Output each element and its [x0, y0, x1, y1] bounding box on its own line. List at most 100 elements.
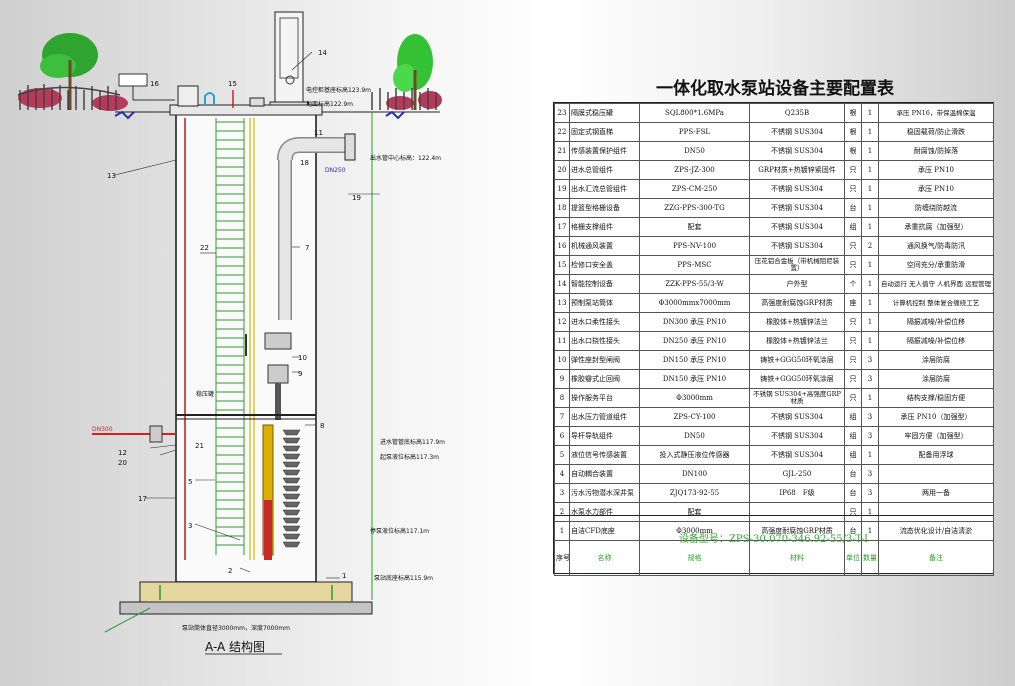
cell-material: 高强度耐腐蚀GRP材质: [749, 293, 845, 313]
cell-unit: 根: [844, 141, 862, 161]
elev-outlet: 出水管中心标高：122.4m: [370, 154, 441, 162]
cell-no: 8: [554, 388, 570, 408]
cell-material: 不锈钢 SUS304: [749, 407, 845, 427]
table-header-row: 序号名称规格材料单位数量备注: [554, 540, 994, 576]
cell-no: 15: [554, 255, 570, 275]
cell-note: 涂层防腐: [878, 369, 994, 389]
cell-name: 智能控制设备: [569, 274, 640, 294]
cell-unit: 台: [844, 464, 862, 484]
cell-note: 防缠绕防越流: [878, 198, 994, 218]
cell-no: 16: [554, 236, 570, 256]
cell-name: 导杆导轨组件: [569, 426, 640, 446]
station-section-drawing: DN250 DN300 13 22: [17, 11, 445, 655]
cell-name: 传感装置保护组件: [569, 141, 640, 161]
cell-name: 操作服务平台: [569, 388, 640, 408]
cell-qty: 3: [861, 464, 879, 484]
pump-stack: [282, 429, 301, 548]
cell-unit: 只: [844, 255, 862, 275]
cell-material: 橡胶体+热镀锌法兰: [749, 312, 845, 332]
cell-no: 9: [554, 369, 570, 389]
pressure-tank-label: 稳压罐: [196, 390, 214, 398]
cell-spec: 配套: [639, 217, 750, 237]
cell-qty: 3: [861, 483, 879, 503]
cell-qty: 1: [861, 445, 879, 465]
cell-note: 涂层防腐: [878, 350, 994, 370]
cell-material: 不锈钢 SUS304: [749, 198, 845, 218]
svg-text:22: 22: [200, 244, 209, 252]
cell-unit: 组: [844, 407, 862, 427]
tree-right-icon: [371, 34, 442, 110]
cell-spec: PPS-FSL: [639, 122, 750, 142]
cell-material: 不锈钢 SUS304: [749, 122, 845, 142]
cell-spec: ZJQ173-92-55: [639, 483, 750, 503]
cell-material: GRP材质+热镀锌紧固件: [749, 160, 845, 180]
cell-spec: ZPS-JZ-300: [639, 160, 750, 180]
cell-unit: 只: [844, 160, 862, 180]
cell-name: 机械通风装置: [569, 236, 640, 256]
cell-qty: 1: [861, 160, 879, 180]
cell-spec: PPS-NV-100: [639, 236, 750, 256]
cell-name: 提篮型格栅设备: [569, 198, 640, 218]
svg-text:12: 12: [118, 449, 127, 457]
cell-name: 橡胶瓣式止回阀: [569, 369, 640, 389]
svg-text:17: 17: [138, 495, 147, 503]
cell-no: 6: [554, 426, 570, 446]
cell-unit: 只: [844, 369, 862, 389]
svg-text:20: 20: [118, 459, 127, 467]
cell-qty: 1: [861, 293, 879, 313]
cell-name: 进水口柔性接头: [569, 312, 640, 332]
elev-cover: 地面标高122.9m: [306, 100, 353, 108]
cell-note: 通风换气/防毒防汛: [878, 236, 994, 256]
header-note: 备注: [878, 540, 994, 576]
cell-material: 不锈钢 SUS304: [749, 236, 845, 256]
cell-unit: 只: [844, 312, 862, 332]
cell-qty: 2: [861, 236, 879, 256]
cell-no: 14: [554, 274, 570, 294]
cell-name: 格栅支撑组件: [569, 217, 640, 237]
cell-name: 液位信号传感装置: [569, 445, 640, 465]
elev-start-level: 起泵液位标高117.3m: [380, 453, 439, 461]
elev-base: 泵站底座标高115.9m: [374, 574, 433, 582]
elev-stop-level: 停泵液位标高117.1m: [370, 527, 429, 535]
cell-unit: 组: [844, 426, 862, 446]
cell-note: 承压 PN16，带保温棉保温: [878, 103, 994, 123]
cell-note: 牢固方便（加强型）: [878, 426, 994, 446]
header-spec: 规格: [639, 540, 750, 576]
cell-no: 12: [554, 312, 570, 332]
cell-name: 预制泵站筒体: [569, 293, 640, 313]
cell-spec: Φ3000mm: [639, 388, 750, 408]
cell-note: 稳固载荷/防止滑跌: [878, 122, 994, 142]
ladder: [215, 118, 245, 555]
cell-no: 4: [554, 464, 570, 484]
model-number: 设备型号：ZPS-30.070-346.92-55/3-T-I: [678, 534, 869, 545]
cell-material: GJL-250: [749, 464, 845, 484]
cell-name: 检修口安全盖: [569, 255, 640, 275]
cell-name: 隔膜式稳压罐: [569, 103, 640, 123]
cell-no: 22: [554, 122, 570, 142]
cell-spec: DN50: [639, 141, 750, 161]
cell-material: 铸铁+GGG50环氧涂层: [749, 350, 845, 370]
svg-text:14: 14: [318, 49, 327, 57]
cell-spec: PPS-MSC: [639, 255, 750, 275]
cell-name: 进水总管组件: [569, 160, 640, 180]
cell-note: 两用一备: [878, 483, 994, 503]
cell-qty: 1: [861, 122, 879, 142]
cell-qty: 1: [861, 103, 879, 123]
cell-unit: 只: [844, 331, 862, 351]
tree-left-icon: [17, 33, 128, 111]
cell-no: 19: [554, 179, 570, 199]
